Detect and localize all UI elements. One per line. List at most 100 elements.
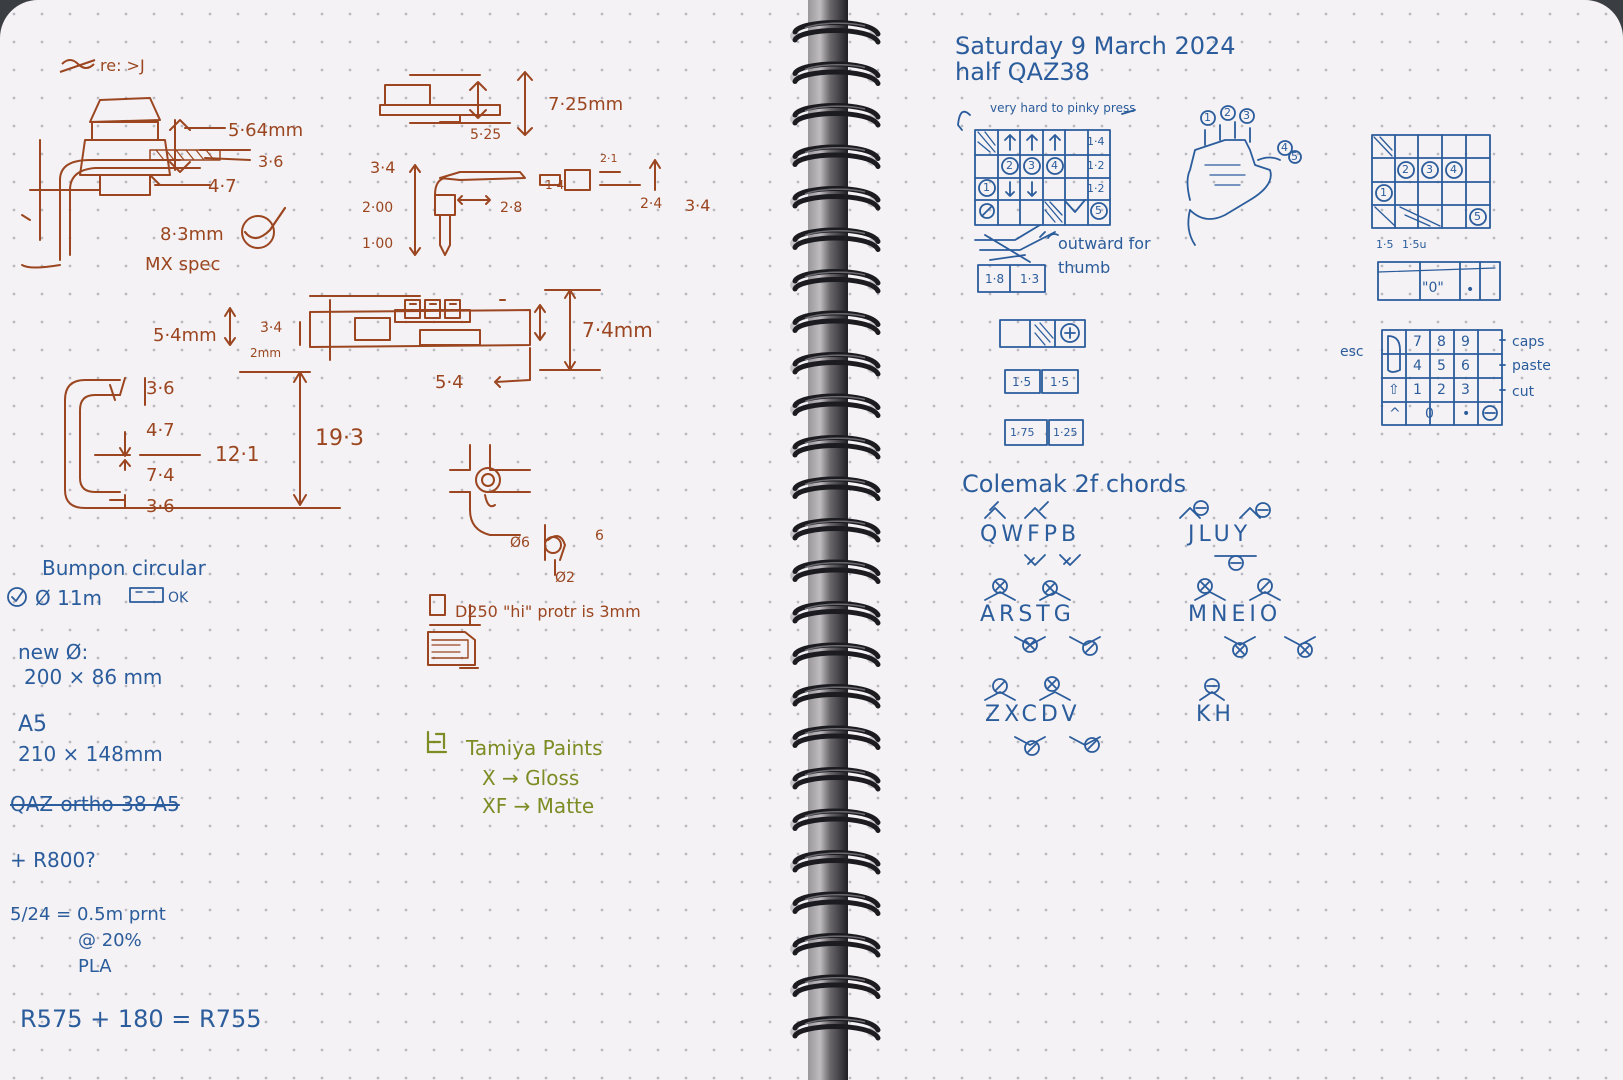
dim-3-6-b: 3·6	[146, 378, 175, 399]
dim-4-7-a: 4·7	[208, 176, 237, 197]
r-sum-note: R575 + 180 = R755	[20, 1005, 262, 1033]
thumb-key-1-5-b: 1·5	[1050, 375, 1070, 389]
numpad-6: 6	[1461, 358, 1470, 374]
thumb-key-1-5-a: 1·5	[1012, 375, 1032, 389]
right-grid-key-3: 3	[1426, 163, 1433, 176]
dim-2-00: 2·00	[362, 200, 394, 216]
dim-3-6-c: 3·6	[146, 496, 175, 517]
tamiya-gloss: X → Gloss	[482, 766, 580, 790]
key-side-label-1: 1·4	[1087, 135, 1105, 148]
numpad-paste-label: paste	[1512, 358, 1551, 374]
numpad-2: 2	[1437, 382, 1446, 398]
outward-note: outward for thumb	[1058, 234, 1151, 277]
qaz-struck-label: QAZ-ortho-38-A5	[10, 792, 180, 816]
dim-5-4mm: 5·4mm	[153, 325, 217, 346]
grid-bottom-label-1: 1·5	[1376, 238, 1394, 251]
new-size-label: new Ø:	[18, 640, 89, 664]
pinky-note: very hard to pinky press	[990, 101, 1136, 115]
right-grid-key-2: 2	[1402, 163, 1409, 176]
dim-5-25: 5·25	[470, 127, 502, 143]
bumpon-size: Ø 11m	[35, 586, 103, 610]
chord-row-arstg: ARSTG	[980, 602, 1075, 627]
numpad-esc-label: esc	[1340, 344, 1364, 360]
finger-label-5: 5	[1291, 150, 1298, 163]
key-side-label-3: 1·2	[1087, 182, 1105, 195]
dim-3-4-b: 3·4	[685, 196, 711, 215]
grid-key-3: 3	[1028, 159, 1035, 172]
dim-7-25: 7·25mm	[548, 94, 624, 115]
dim-4-7-b: 4·7	[146, 420, 175, 441]
page-date: Saturday 9 March 2024	[955, 32, 1236, 60]
finger-label-4: 4	[1281, 141, 1288, 154]
dim-7-4mm: 7·4mm	[582, 318, 653, 342]
mx-spec-label: MX spec	[145, 254, 221, 275]
tamiya-title: Tamiya Paints	[466, 736, 603, 760]
dim-3-6-a: 3·6	[258, 152, 284, 171]
thumb-key-1-25: 1·25	[1053, 426, 1078, 439]
numpad-dot: •	[1462, 406, 1471, 422]
numpad-5: 5	[1437, 358, 1446, 374]
chord-row-zxcdv: ZXCDV	[985, 702, 1081, 727]
grid-key-1: 1	[983, 181, 990, 194]
chords-title: Colemak 2f chords	[962, 470, 1187, 498]
finger-label-3: 3	[1243, 109, 1250, 122]
chord-row-jluy: JLUY	[1188, 522, 1252, 547]
tamiya-matte: XF → Matte	[482, 794, 595, 818]
a5-size: 210 × 148mm	[18, 742, 163, 766]
dim-1-4: 1·4	[545, 178, 565, 192]
dim-5-4: 5·4	[435, 372, 464, 393]
grid-key-2: 2	[1006, 159, 1013, 172]
notebook-spine	[808, 0, 848, 1080]
dim-2-8: 2·8	[500, 200, 523, 216]
chord-row-kh: KH	[1196, 702, 1235, 727]
dim-19-3: 19·3	[315, 426, 364, 451]
right-grid-key-4: 4	[1450, 163, 1457, 176]
dim-2-1: 2·1	[600, 152, 618, 165]
chord-row-qwfpb: QWFPB	[980, 522, 1081, 547]
dim-2mm: 2mm	[250, 346, 282, 360]
print-note-3: PLA	[78, 956, 112, 977]
grid-key-5: 5	[1095, 204, 1102, 217]
numpad-8: 8	[1437, 334, 1446, 350]
numpad-caret: ^	[1389, 406, 1401, 422]
dim-7-4: 7·4	[146, 465, 175, 486]
print-note-2: @ 20%	[78, 930, 142, 951]
dim-5-64: 5·64mm	[228, 120, 304, 141]
protrusion-note: D250 "hi" protr is 3mm	[455, 602, 641, 621]
finger-label-2: 2	[1224, 106, 1231, 119]
right-grid-key-5: 5	[1474, 210, 1481, 223]
chord-row-mneio: MNEIO	[1188, 602, 1282, 627]
numpad-0: 0	[1425, 406, 1434, 422]
dim-3-4-a: 3·4	[370, 158, 396, 177]
new-size-value: 200 × 86 mm	[24, 665, 163, 689]
row-label-zero: "0"	[1422, 280, 1444, 296]
dim-d2: Ø2	[555, 570, 575, 586]
dim-6: 6	[595, 528, 604, 544]
a5-label: A5	[18, 712, 48, 737]
dim-1-00: 1·00	[362, 236, 394, 252]
dim-d6: Ø6	[510, 535, 530, 551]
numpad-shift-icon: ⇧	[1388, 382, 1400, 398]
dim-12-1: 12·1	[215, 442, 260, 466]
dim-8-3: 8·3mm	[160, 224, 224, 245]
switch-header: re: >J	[100, 56, 145, 75]
bumpon-label: Bumpon circular	[42, 556, 206, 580]
print-note-1: 5/24 = 0.5m prnt	[10, 904, 166, 925]
dim-3-4-c: 3·4	[260, 320, 283, 336]
dim-2-4: 2·4	[640, 196, 663, 212]
finger-label-1: 1	[1204, 111, 1211, 124]
key-side-label-2: 1·2	[1087, 159, 1105, 172]
numpad-1: 1	[1413, 382, 1422, 398]
thumb-key-1-75: 1·75	[1010, 426, 1035, 439]
numpad-3: 3	[1461, 382, 1470, 398]
numpad-caps-label: caps	[1512, 334, 1545, 350]
page-title: half QAZ38	[955, 58, 1090, 86]
numpad-7: 7	[1413, 334, 1422, 350]
thumb-key-1-8: 1·8	[985, 272, 1005, 286]
right-grid-key-1: 1	[1380, 186, 1387, 199]
plus-r-note: + R800?	[10, 848, 96, 872]
thumb-key-1-3: 1·3	[1020, 272, 1040, 286]
numpad-4: 4	[1413, 358, 1422, 374]
bumpon-ok: OK	[168, 590, 189, 606]
grid-key-4: 4	[1051, 159, 1058, 172]
